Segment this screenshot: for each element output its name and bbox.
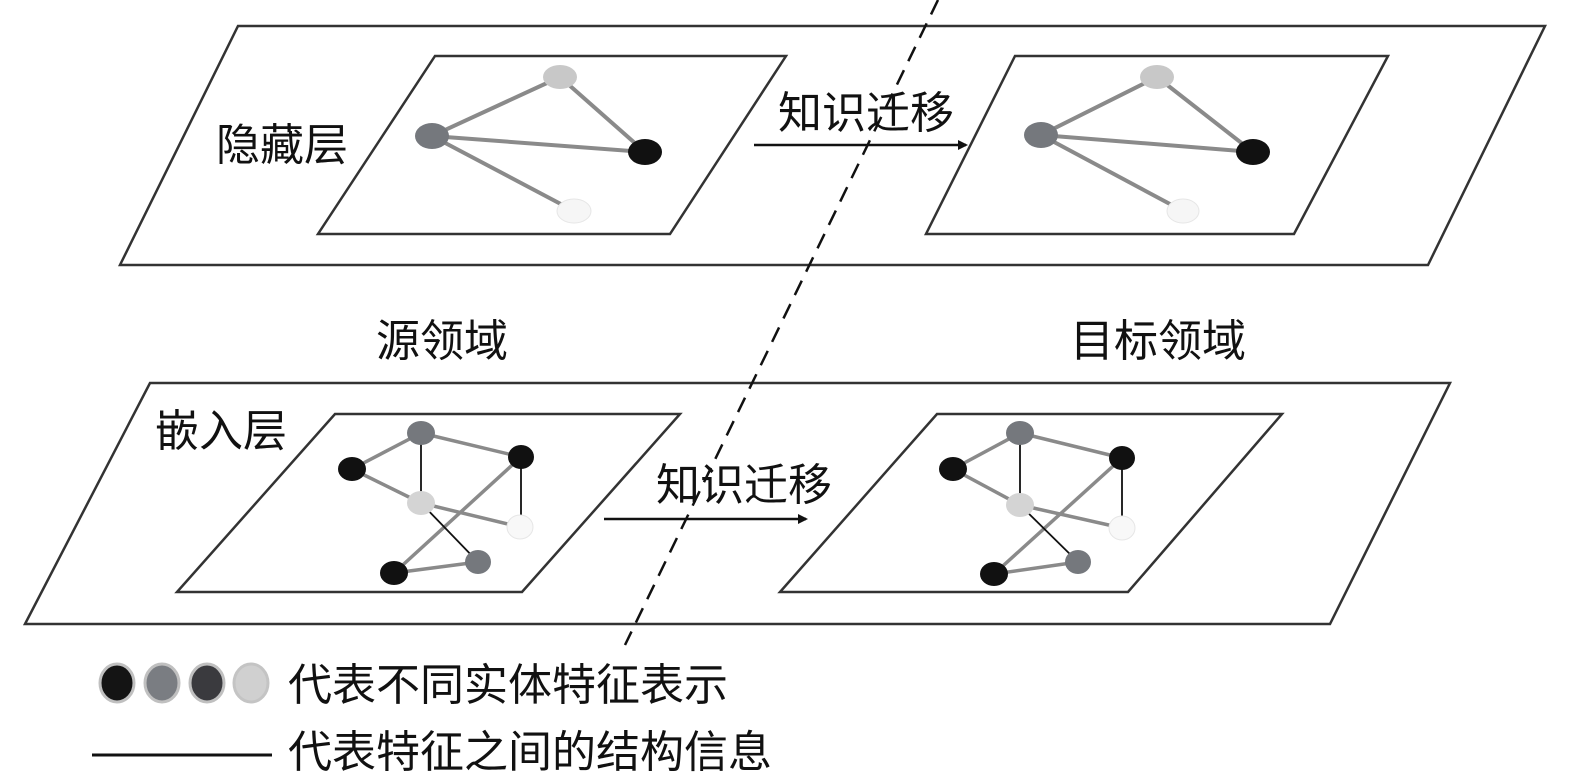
node-light xyxy=(1006,493,1034,517)
transfer-bottom-label: 知识迁移 xyxy=(656,460,832,511)
legend-node-dark xyxy=(188,662,226,704)
node-black xyxy=(380,561,408,585)
legend-node-black xyxy=(98,662,136,704)
node-gray xyxy=(407,421,435,445)
node-light xyxy=(407,491,435,515)
node-black xyxy=(508,445,534,469)
hidden-source-graph xyxy=(415,65,662,224)
node-white xyxy=(1108,515,1136,541)
transfer-top-label: 知识迁移 xyxy=(778,88,954,139)
node-light xyxy=(1140,65,1174,89)
node-white xyxy=(506,514,534,540)
node-white xyxy=(1166,198,1200,224)
node-gray xyxy=(465,550,491,574)
node-light xyxy=(543,65,577,89)
node-gray xyxy=(415,123,449,149)
source-domain-label: 源领域 xyxy=(376,316,508,367)
domain-divider xyxy=(623,0,940,646)
legend: 代表不同实体特征表示 代表特征之间的结构信息 xyxy=(92,660,772,778)
embedding-layer-label: 嵌入层 xyxy=(155,406,287,457)
legend-node-swatches xyxy=(98,662,270,704)
node-white xyxy=(556,198,592,224)
node-black xyxy=(1236,139,1270,165)
embedding-target-graph xyxy=(939,421,1136,586)
node-black xyxy=(1109,446,1135,470)
legend-node-gray xyxy=(143,662,181,704)
node-gray xyxy=(1065,550,1091,574)
node-black xyxy=(338,457,366,481)
node-black xyxy=(939,457,967,481)
node-black xyxy=(980,562,1008,586)
legend-node-light xyxy=(232,662,270,704)
embedding-source-graph xyxy=(338,421,534,585)
hidden-layer-label: 隐藏层 xyxy=(216,120,348,171)
target-domain-label: 目标领域 xyxy=(1070,316,1246,367)
node-gray xyxy=(1024,122,1058,148)
node-gray xyxy=(1006,421,1034,445)
node-black xyxy=(628,139,662,165)
legend-nodes-text: 代表不同实体特征表示 xyxy=(288,660,728,711)
hidden-target-graph xyxy=(1024,65,1270,224)
legend-edge-text: 代表特征之间的结构信息 xyxy=(288,727,772,778)
